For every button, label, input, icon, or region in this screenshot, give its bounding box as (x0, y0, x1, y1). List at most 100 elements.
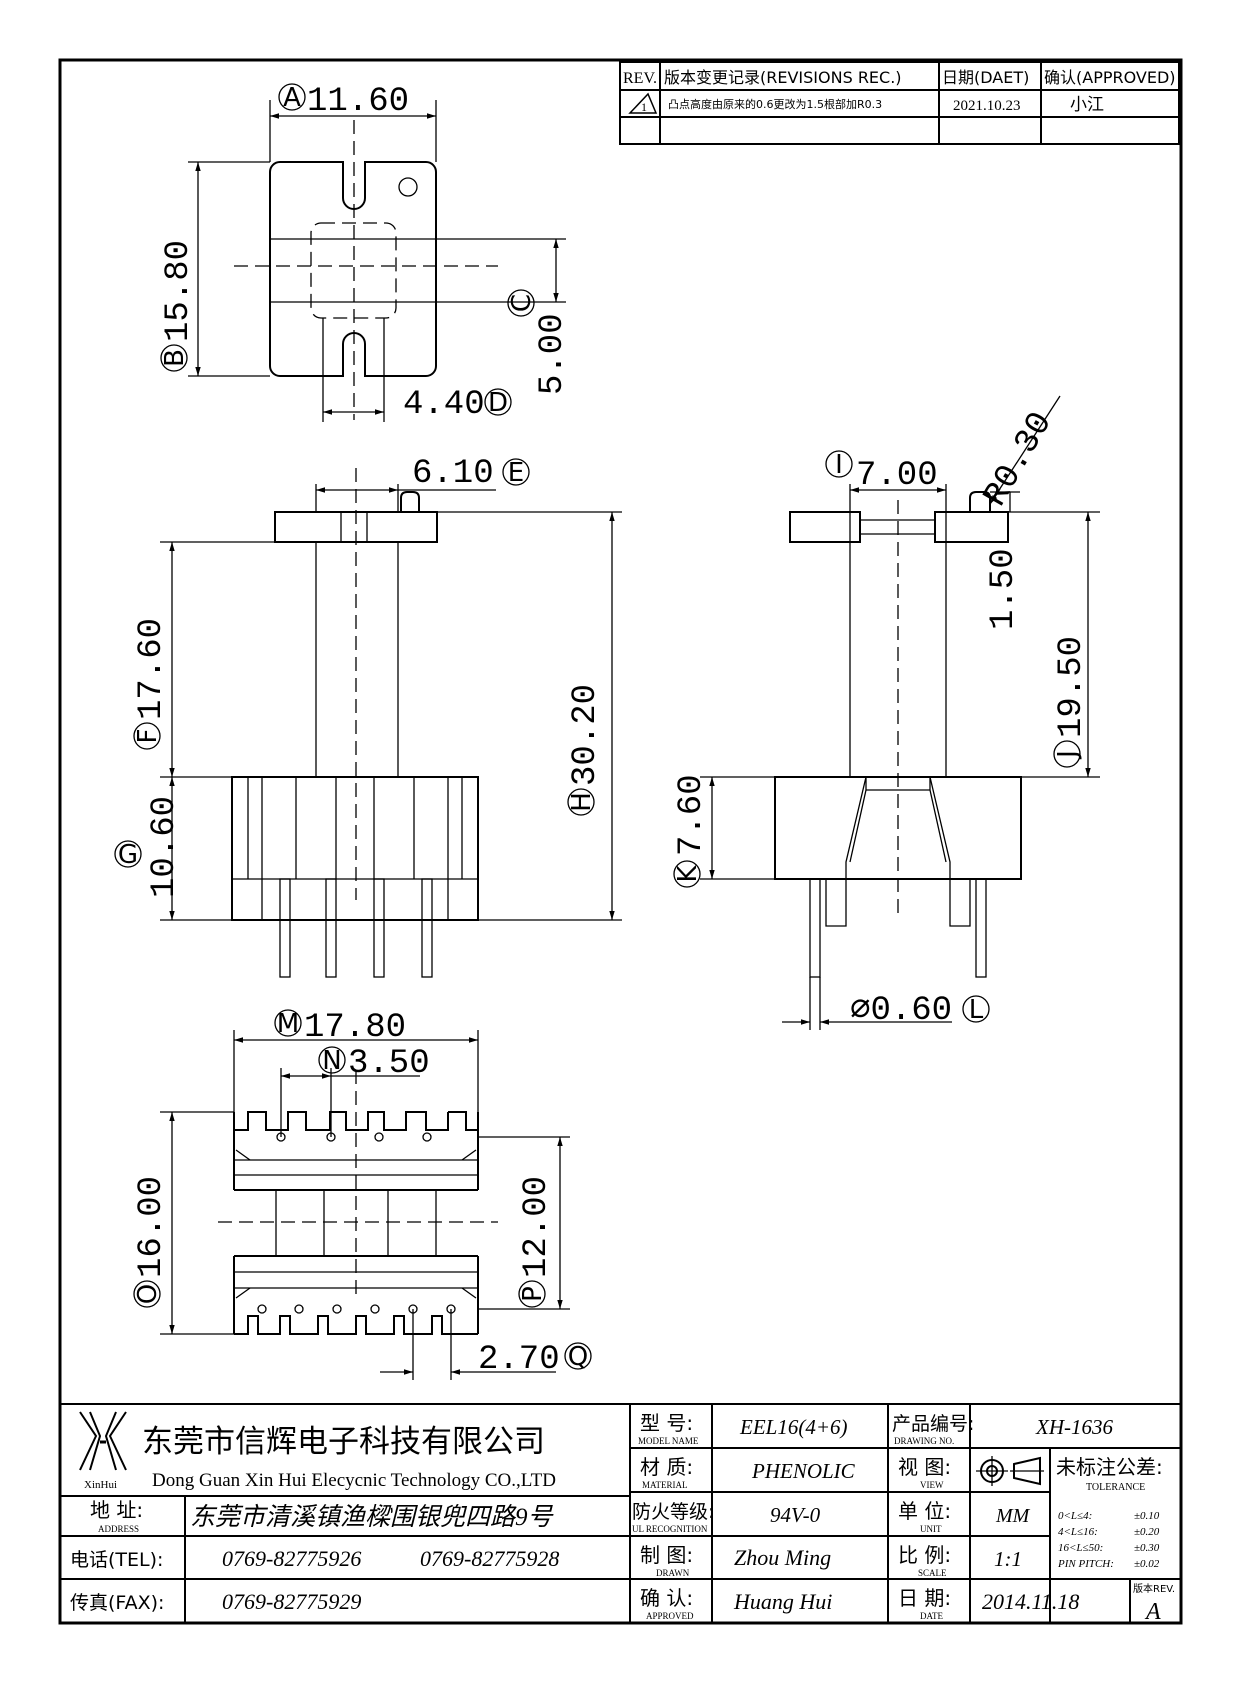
rev-header: REV. (623, 70, 657, 87)
material-label: 材 质: (640, 1455, 693, 1479)
revision-date: 2021.10.23 (953, 98, 1021, 114)
company-logo: XinHui (79, 1411, 127, 1491)
tel-value-2: 0769-82775928 (420, 1546, 559, 1571)
dim-H-value: 30.20 (567, 684, 605, 786)
ul-label-en: UL RECOGNITION (632, 1524, 708, 1534)
side-view (700, 395, 1100, 1030)
dim-R: R0.30 (977, 406, 1061, 513)
scale-value: 1:1 (994, 1547, 1022, 1571)
company-name-cn: 东莞市信辉电子科技有限公司 (142, 1424, 545, 1460)
tolerance-value-4: ±0.02 (1134, 1558, 1160, 1570)
tolerance-range-4: PIN PITCH: (1057, 1558, 1114, 1570)
dim-K-value: 7.60 (673, 774, 711, 856)
tolerance-title-en: TOLERANCE (1086, 1482, 1145, 1493)
dim-K-letter: K (673, 865, 703, 883)
dim-B-letter: B (160, 349, 190, 367)
dim-D-letter: D (488, 388, 508, 418)
projection-symbol-icon (976, 1456, 1044, 1486)
dim-G-value: 10.60 (146, 796, 184, 898)
dim-O-value: 16.00 (133, 1176, 171, 1278)
drawn-label: 制 图: (640, 1543, 693, 1567)
dim-L: ⌀0.60 L (850, 992, 990, 1030)
approved-value: Huang Hui (733, 1589, 832, 1614)
dim-A: A 11.60 (278, 83, 409, 121)
revision-triangle-icon (628, 92, 658, 114)
revision-description: 凸点高度由原来的0.6更改为1.5根部加R0.3 (668, 97, 882, 111)
scale-label: 比 例: (898, 1543, 951, 1567)
revision-record-header: 版本变更记录(REVISIONS REC.) (664, 68, 902, 87)
dim-D-value: 4.40 (403, 386, 485, 424)
dim-B-value: 15.80 (160, 240, 198, 342)
dim-J-letter: J (1053, 750, 1083, 760)
address-value: 东莞市清溪镇渔樑围银兜四路9号 (190, 1503, 555, 1531)
view-label: 视 图: (898, 1455, 951, 1479)
front-view (160, 468, 622, 978)
tolerance-range-1: 0<L≤4: (1058, 1510, 1092, 1522)
dim-H: H 30.20 (567, 684, 605, 816)
dim-D: 4.40 D (403, 386, 512, 424)
company-name-en: Dong Guan Xin Hui Elecycnic Technology C… (152, 1470, 556, 1491)
rev-value: A (1144, 1599, 1161, 1625)
dim-M-value: 17.80 (304, 1009, 406, 1047)
dim-P-letter: P (518, 1286, 548, 1302)
dim-G: G 10.60 (114, 796, 184, 898)
tolerance-value-1: ±0.10 (1134, 1510, 1160, 1522)
dim-F-letter: F (133, 729, 163, 744)
dim-K: K 7.60 (673, 774, 711, 888)
dim-G-letter: G (118, 840, 138, 870)
dim-E-letter: E (508, 458, 524, 488)
fax-label: 传真(FAX): (70, 1592, 164, 1614)
tolerance-range-2: 4<L≤16: (1058, 1526, 1098, 1538)
dim-P: P 12.00 (518, 1176, 556, 1308)
dim-M: M 17.80 (274, 1009, 406, 1047)
dim-F-value: 17.60 (133, 618, 171, 720)
dim-M-letter: M (277, 1009, 299, 1039)
dim-J-value: 19.50 (1053, 636, 1091, 738)
top-view (188, 100, 566, 422)
dim-C: 5.00 C (507, 289, 572, 395)
view-label-en: VIEW (920, 1480, 944, 1490)
logo-text: XinHui (84, 1479, 117, 1491)
dim-Q-value: 2.70 (478, 1341, 560, 1379)
drawing-no-label: 产品编号: (892, 1413, 974, 1435)
model-label: 型 号: (640, 1411, 693, 1435)
address-label-en: ADDRESS (98, 1524, 139, 1534)
dim-C-value: 5.00 (534, 313, 572, 395)
drawing-no-value: XH-1636 (1035, 1415, 1113, 1439)
tolerance-range-3: 16<L≤50: (1058, 1542, 1103, 1554)
dim-E: 6.10 E (412, 455, 530, 493)
dim-Q: 2.70 Q (478, 1341, 592, 1379)
dim-S-value: 1.50 (985, 548, 1023, 630)
revision-block: REV. 版本变更记录(REVISIONS REC.) 日期(DAET) 确认(… (619, 61, 1180, 145)
date-value: 2014.11.18 (982, 1589, 1079, 1614)
material-label-en: MATERIAL (642, 1480, 688, 1490)
rev-label: 版本REV. (1133, 1582, 1175, 1595)
dim-P-value: 12.00 (518, 1176, 556, 1278)
dim-H-letter: H (567, 792, 597, 812)
address-label: 地 址: (90, 1498, 143, 1522)
dim-F: F 17.60 (133, 618, 171, 750)
model-value: EEL16(4+6) (739, 1415, 848, 1439)
unit-label-en: UNIT (920, 1524, 942, 1534)
material-value: PHENOLIC (751, 1459, 856, 1483)
bottom-view (160, 1030, 570, 1380)
dim-N-value: 3.50 (348, 1045, 430, 1083)
dim-E-value: 6.10 (412, 455, 494, 493)
dim-C-letter: C (507, 294, 537, 312)
approved-label-en: APPROVED (646, 1611, 694, 1621)
dim-I-letter: I (835, 450, 843, 480)
dim-B: B 15.80 (160, 240, 198, 372)
model-label-en: MODEL NAME (638, 1436, 699, 1446)
revision-number: 1 (641, 100, 647, 114)
dim-L-value: ⌀0.60 (850, 992, 952, 1030)
revision-approved-header: 确认(APPROVED) (1044, 68, 1176, 87)
scale-label-en: SCALE (918, 1568, 947, 1578)
tolerance-title: 未标注公差: (1056, 1455, 1163, 1479)
dim-I-value: 7.00 (856, 457, 938, 495)
revision-approver: 小江 (1070, 95, 1104, 115)
date-label-en: DATE (920, 1611, 943, 1621)
unit-label: 单 位: (898, 1499, 951, 1523)
dim-A-letter: A (283, 83, 301, 113)
approved-label: 确 认: (640, 1586, 693, 1610)
